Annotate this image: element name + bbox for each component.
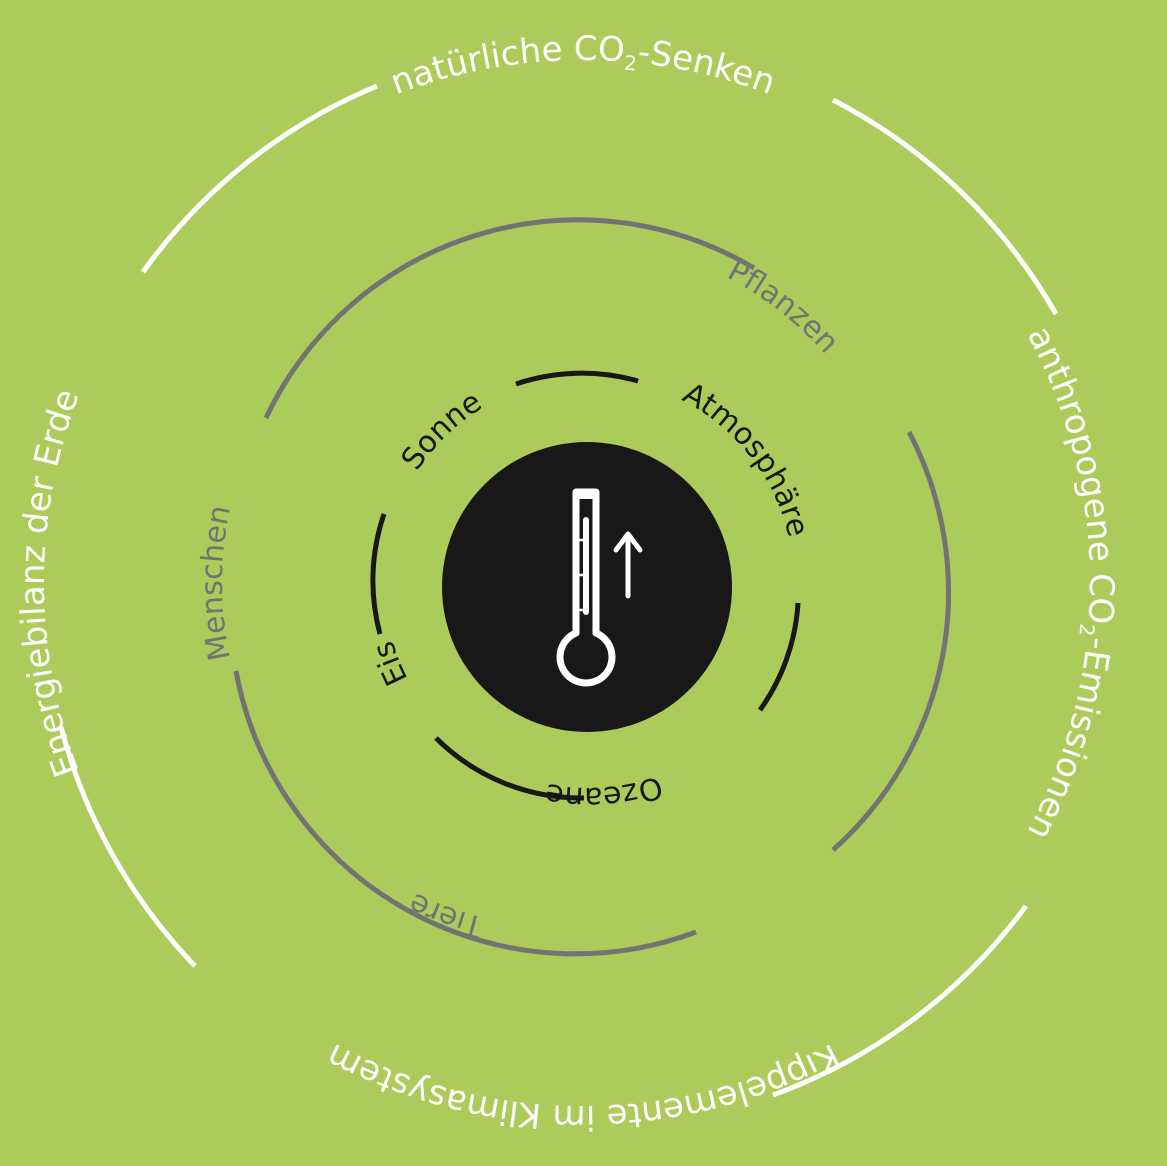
inner-ring <box>370 370 801 801</box>
outer-ring-arc-bottom-left <box>58 726 197 968</box>
thermometer-rising-icon <box>556 488 643 687</box>
outer-ring-arc-top-right <box>831 97 1059 316</box>
outer-ring-arc-bottom-right <box>772 904 1029 1098</box>
inner-ring-arc-right <box>757 602 801 712</box>
middle-ring-arc-bottom <box>233 670 697 957</box>
middle-ring <box>233 217 952 957</box>
inner-ring-arc-bottom <box>434 736 585 801</box>
inner-ring-arc-top <box>515 370 639 387</box>
inner-ring-arc-left <box>370 513 387 635</box>
outer-ring-arc-top-left <box>140 83 378 274</box>
outer-ring <box>58 83 1059 1098</box>
middle-ring-arc-top <box>263 217 756 420</box>
middle-ring-arc-right <box>831 430 952 852</box>
